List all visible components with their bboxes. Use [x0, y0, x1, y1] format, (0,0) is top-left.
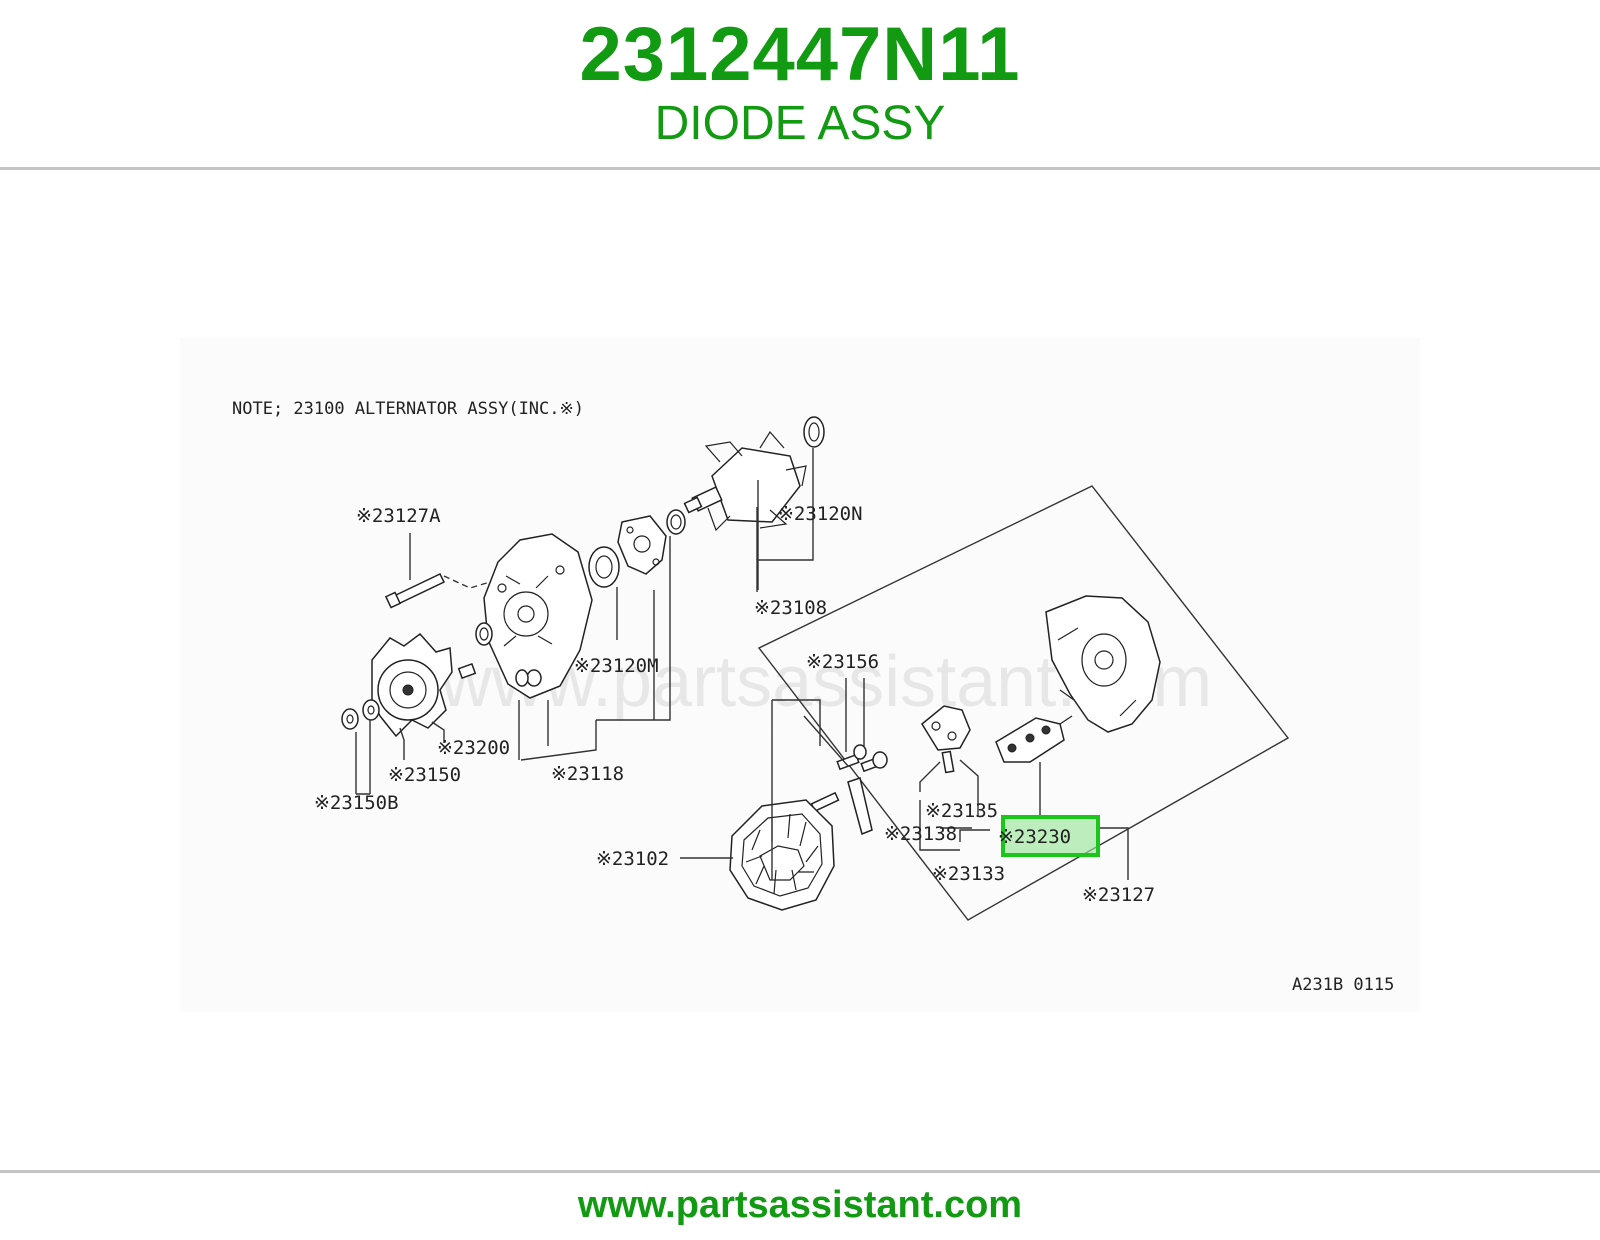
stator-drawing	[729, 799, 835, 911]
diagram-code: A231B 0115	[1292, 975, 1394, 995]
part-number-title: 2312447N11	[579, 12, 1021, 97]
terminal-screws-drawing	[810, 744, 888, 836]
nut-washer-drawing	[341, 699, 380, 730]
callout-23120N[interactable]: ※23120N	[778, 503, 863, 525]
rear-cover-drawing	[1045, 595, 1161, 733]
callout-23150B[interactable]: ※23150B	[314, 792, 399, 814]
highlight-box-23230[interactable]	[1001, 815, 1100, 857]
part-name-subtitle: DIODE ASSY	[654, 97, 946, 150]
page-header: 2312447N11 DIODE ASSY	[0, 0, 1600, 168]
bolt-guide-line	[443, 575, 491, 589]
rear-assembly-outline	[757, 485, 1290, 921]
retainer-plate-drawing	[617, 515, 667, 575]
fan-pulley-drawing	[371, 632, 453, 738]
header-divider	[0, 167, 1600, 170]
small-seal-drawing	[475, 622, 542, 687]
footer-divider	[0, 1170, 1600, 1173]
callout-23200[interactable]: ※23200	[437, 737, 510, 759]
callout-23102[interactable]: ※23102	[596, 848, 669, 870]
pulley-screw-drawing	[457, 662, 529, 687]
callout-23127A[interactable]: ※23127A	[356, 505, 441, 527]
footer-site-link[interactable]: www.partsassistant.com	[577, 1184, 1023, 1226]
callout-23230[interactable]: ※23230	[998, 826, 1071, 848]
callout-23118[interactable]: ※23118	[551, 763, 624, 785]
callout-23133[interactable]: ※23133	[932, 863, 1005, 885]
through-bolt-drawing	[384, 573, 446, 609]
callout-23135[interactable]: ※23135	[925, 800, 998, 822]
leader-lines	[355, 448, 1129, 880]
callout-23138[interactable]: ※23138	[884, 823, 957, 845]
callout-23156[interactable]: ※23156	[806, 651, 879, 673]
callout-23127[interactable]: ※23127	[1082, 884, 1155, 906]
diagram-note: NOTE; 23100 ALTERNATOR ASSY(INC.※)	[232, 399, 584, 419]
diode-assembly-drawing	[995, 715, 1073, 763]
front-bearing-drawing	[588, 546, 620, 588]
regulator-drawing	[921, 705, 971, 774]
callout-23120M[interactable]: ※23120M	[574, 655, 659, 677]
callout-23108[interactable]: ※23108	[754, 597, 827, 619]
spacer-ring-drawing	[666, 509, 686, 535]
rotor-assembly-drawing	[683, 416, 825, 532]
callout-23150[interactable]: ※23150	[388, 764, 461, 786]
